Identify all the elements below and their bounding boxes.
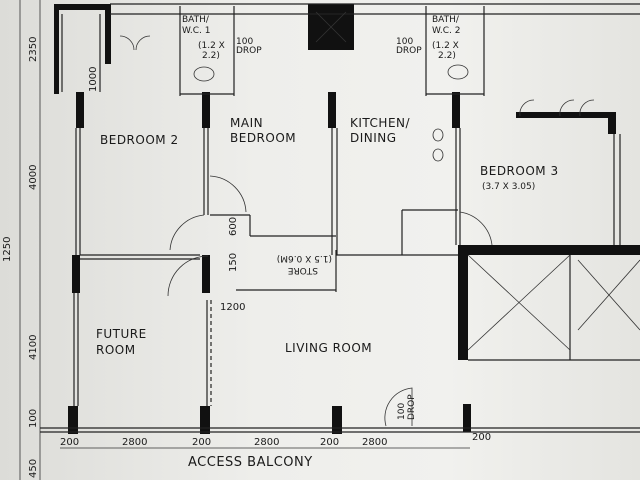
svg-text:BATH/: BATH/ xyxy=(182,15,210,25)
svg-text:200: 200 xyxy=(60,437,79,448)
dim-4000: 4000 xyxy=(28,165,39,190)
dim-150: 150 xyxy=(228,253,239,272)
dim-450: 450 xyxy=(28,459,39,478)
svg-text:ROOM: ROOM xyxy=(96,343,136,357)
drop-label-2: 100 DROP xyxy=(396,37,422,56)
drop-label-3: 100 DROP xyxy=(397,394,417,420)
dim-1000: 1000 xyxy=(88,67,99,92)
svg-text:(1.2 X: (1.2 X xyxy=(432,41,459,51)
svg-text:(1.2 X: (1.2 X xyxy=(198,41,225,51)
svg-text:2.2): 2.2) xyxy=(438,51,456,61)
svg-text:DROP: DROP xyxy=(236,46,262,56)
drop-label-1: 100 DROP xyxy=(236,37,262,56)
svg-text:2800: 2800 xyxy=(122,437,147,448)
bottom-dimensions: 200 2800 200 2800 200 2800 200 xyxy=(60,432,491,448)
living-room-label: LIVING ROOM xyxy=(285,341,372,355)
main-bedroom-label: MAIN BEDROOM xyxy=(230,116,296,145)
svg-text:STORE: STORE xyxy=(287,265,318,275)
future-room-label: FUTURE ROOM xyxy=(96,327,147,357)
svg-text:MAIN: MAIN xyxy=(230,116,263,130)
bath-wc-1-label: BATH/ W.C. 1 (1.2 X 2.2) xyxy=(182,15,225,61)
svg-text:2800: 2800 xyxy=(254,437,279,448)
walls xyxy=(54,4,640,434)
dim-100: 100 xyxy=(28,409,39,428)
dim-1200: 1200 xyxy=(220,302,245,313)
wall-lines xyxy=(40,3,640,449)
dim-1250: 1250 xyxy=(2,237,13,262)
dim-600: 600 xyxy=(228,217,239,236)
svg-text:DROP: DROP xyxy=(407,394,417,420)
svg-text:FUTURE: FUTURE xyxy=(96,327,147,341)
bath-wc-2-label: BATH/ W.C. 2 (1.2 X 2.2) xyxy=(432,15,460,61)
svg-text:200: 200 xyxy=(192,437,211,448)
svg-text:DINING: DINING xyxy=(350,131,397,145)
bedroom-3-label: BEDROOM 3 xyxy=(480,164,559,178)
svg-text:DROP: DROP xyxy=(396,46,422,56)
svg-text:BATH/: BATH/ xyxy=(432,15,460,25)
svg-text:W.C. 2: W.C. 2 xyxy=(432,26,460,36)
svg-text:100: 100 xyxy=(397,403,407,420)
svg-text:KITCHEN/: KITCHEN/ xyxy=(350,116,410,130)
svg-text:100: 100 xyxy=(396,37,413,47)
svg-text:BEDROOM: BEDROOM xyxy=(230,131,296,145)
access-balcony-label: ACCESS BALCONY xyxy=(188,455,313,470)
dim-4100: 4100 xyxy=(28,335,39,360)
svg-text:2.2): 2.2) xyxy=(202,51,220,61)
kitchen-dining-label: KITCHEN/ DINING xyxy=(350,116,410,145)
dim-2350: 2350 xyxy=(28,37,39,62)
svg-text:200: 200 xyxy=(472,432,491,443)
svg-text:W.C. 1: W.C. 1 xyxy=(182,26,210,36)
store-label: STORE (1.5 X 0.6M) xyxy=(277,253,332,275)
bedroom-3-size: (3.7 X 3.05) xyxy=(482,182,535,192)
svg-text:2800: 2800 xyxy=(362,437,387,448)
svg-text:100: 100 xyxy=(236,37,253,47)
svg-text:(1.5 X 0.6M): (1.5 X 0.6M) xyxy=(277,253,332,263)
svg-text:200: 200 xyxy=(320,437,339,448)
left-dimensions: 2350 1000 4000 1250 4100 100 450 xyxy=(2,37,99,478)
bedroom-2-label: BEDROOM 2 xyxy=(100,133,179,147)
